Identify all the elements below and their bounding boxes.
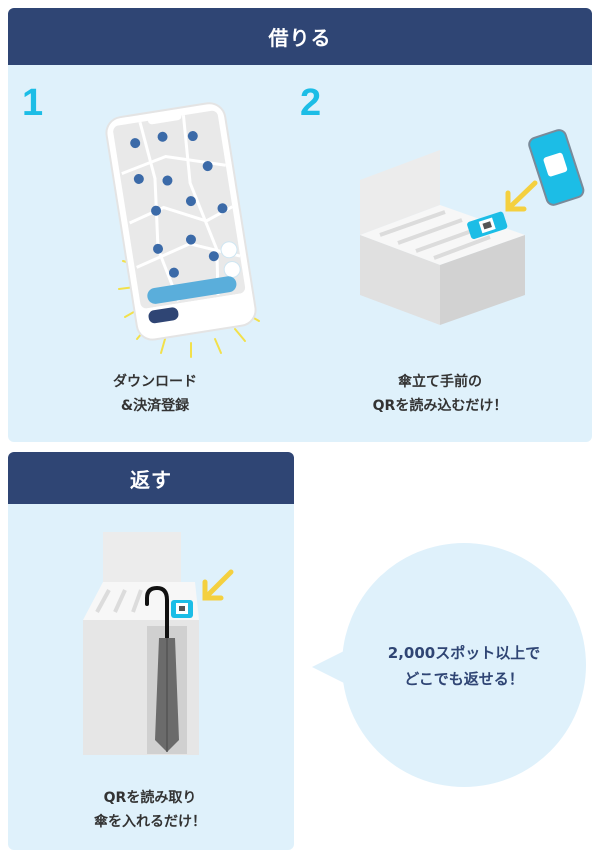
bubble-line1: 2,000スポット以上で [387, 644, 541, 662]
spot-count-bubble [312, 543, 586, 787]
step2-caption: 傘立て手前の QRを読み込むだけ！ [340, 370, 540, 418]
step1-caption-line2: &決済登録 [120, 398, 190, 414]
step1-caption: ダウンロード &決済登録 [60, 370, 250, 418]
spot-count-text: 2,000スポット以上で どこでも返せる！ [344, 640, 584, 692]
return-header: 返す [8, 452, 294, 504]
step2-caption-line2: QRを読み込むだけ！ [372, 398, 508, 414]
step2-number: 2 [300, 82, 322, 124]
return-caption: QRを読み取り 傘を入れるだけ！ [50, 786, 250, 834]
return-title: 返す [130, 467, 172, 492]
umbrella-return-illustration [83, 532, 234, 755]
step1-number: 1 [22, 82, 44, 124]
rent-header: 借りる [8, 8, 592, 65]
step2-caption-line1: 傘立て手前の [398, 374, 482, 390]
bubble-line2: どこでも返せる！ [404, 670, 524, 688]
step1-caption-line1: ダウンロード [113, 374, 197, 390]
umbrella-stand-qr-illustration [360, 129, 585, 325]
return-caption-line1: QRを読み取り [103, 790, 197, 806]
phone-app-illustration [105, 102, 260, 358]
rent-title: 借りる [268, 26, 332, 50]
return-caption-line2: 傘を入れるだけ！ [94, 814, 206, 830]
